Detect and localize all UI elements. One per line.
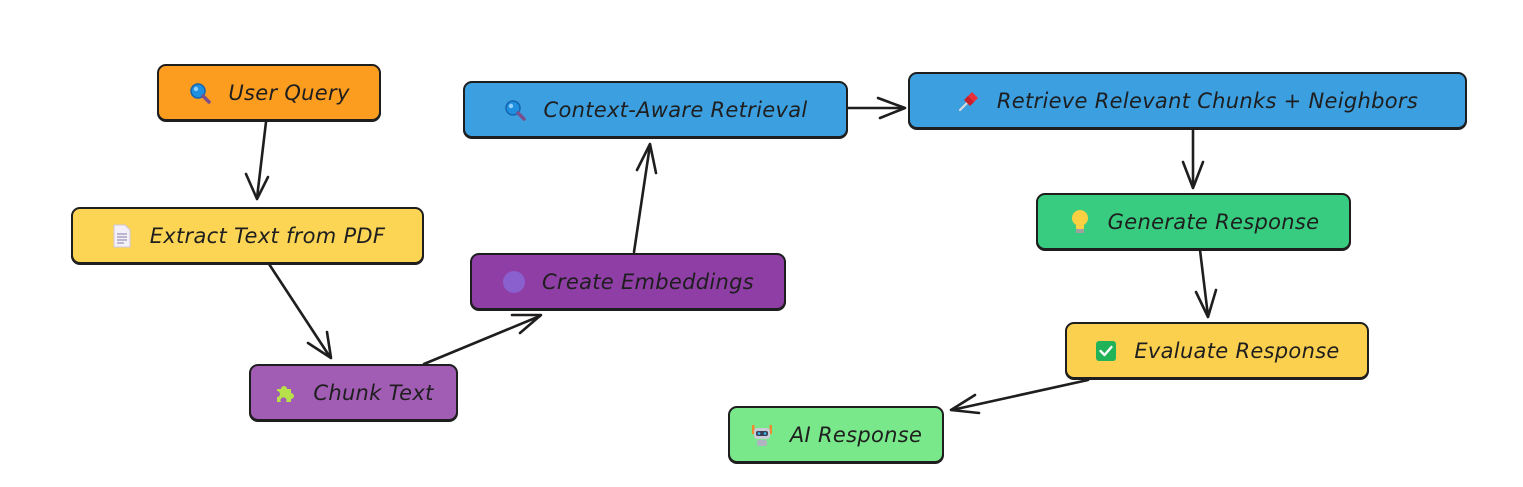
purple-circle-icon: [502, 270, 526, 294]
node-ai-response[interactable]: AI Response: [728, 406, 944, 463]
puzzle-piece-icon: [273, 381, 297, 405]
node-chunk-text[interactable]: Chunk Text: [249, 364, 458, 421]
node-label: Context-Aware Retrieval: [543, 97, 808, 122]
node-context-retrieval[interactable]: Context-Aware Retrieval: [463, 81, 848, 138]
node-label: Evaluate Response: [1134, 338, 1340, 363]
node-user-query[interactable]: User Query: [157, 64, 381, 121]
arrowhead-icon: [635, 142, 658, 175]
magnifier-icon: [503, 98, 527, 122]
edge-chunk-text-to-create-embeddings: [422, 314, 542, 366]
edge-evaluate-response-to-ai-response: [950, 378, 1090, 412]
lightbulb-icon: [1068, 209, 1092, 234]
node-generate-response[interactable]: Generate Response: [1036, 193, 1351, 250]
arrowhead-icon: [1181, 160, 1205, 190]
arrowhead-icon: [244, 172, 270, 201]
pushpin-icon: [957, 89, 981, 113]
node-retrieve-chunks[interactable]: Retrieve Relevant Chunks + Neighbors: [908, 72, 1467, 129]
edge-extract-text-to-chunk-text: [267, 262, 332, 359]
arrowhead-icon: [949, 393, 981, 415]
node-extract-text[interactable]: Extract Text from PDF: [71, 207, 424, 264]
node-evaluate-response[interactable]: Evaluate Response: [1065, 322, 1369, 379]
edge-user-query-to-extract-text: [255, 120, 268, 200]
edge-create-embeddings-to-context-retrieval: [632, 143, 652, 254]
node-create-embeddings[interactable]: Create Embeddings: [470, 253, 786, 310]
node-label: Generate Response: [1107, 209, 1320, 234]
node-label: Retrieve Relevant Chunks + Neighbors: [996, 88, 1419, 113]
arrowhead-icon: [306, 330, 333, 360]
node-label: Create Embeddings: [541, 269, 755, 294]
node-label: Extract Text from PDF: [149, 223, 386, 248]
arrowhead-icon: [510, 313, 543, 335]
arrowhead-icon: [1194, 288, 1218, 319]
check-box-icon: [1094, 339, 1118, 363]
arrowhead-icon: [876, 96, 907, 120]
node-label: AI Response: [789, 422, 923, 447]
edge-generate-response-to-evaluate-response: [1198, 248, 1210, 318]
node-label: Chunk Text: [313, 380, 434, 405]
magnifier-icon: [188, 81, 212, 105]
robot-icon: [750, 423, 774, 447]
document-icon: [110, 224, 134, 248]
node-label: User Query: [228, 80, 350, 105]
